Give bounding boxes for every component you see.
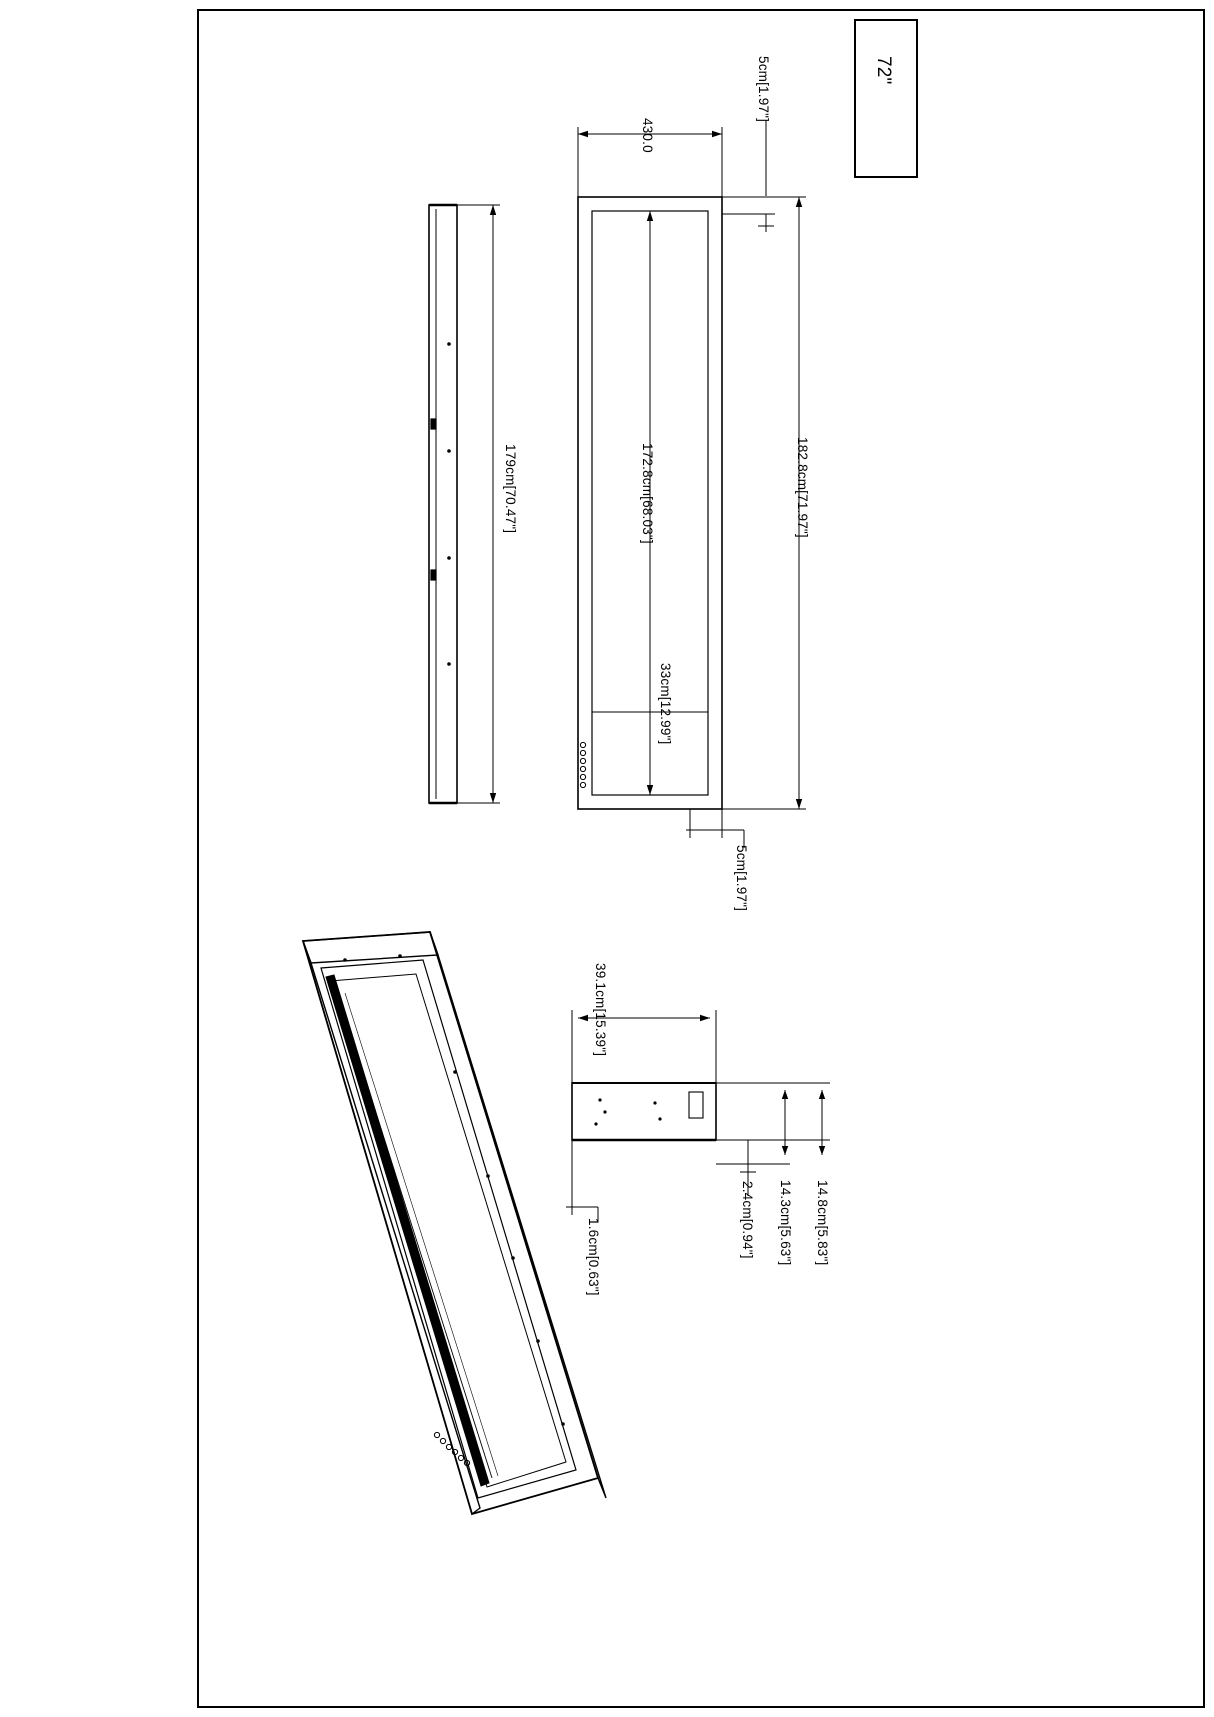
dim-label-side-length: 179cm[70.47"] bbox=[503, 444, 518, 534]
dim-top-depths bbox=[716, 1082, 830, 1196]
section-junction-box bbox=[688, 1091, 704, 1119]
iso-right-edge bbox=[429, 931, 607, 1499]
front-outer-frame bbox=[577, 196, 723, 810]
iso-glass-opening bbox=[329, 973, 567, 1488]
dim-top-width bbox=[571, 1010, 717, 1083]
iso-vent-holes bbox=[433, 1431, 471, 1467]
iso-top-cap bbox=[302, 931, 439, 964]
title-block-label: 72" bbox=[873, 56, 894, 85]
side-profile-view bbox=[428, 203, 500, 805]
dim-label-front-width: 430.0 bbox=[640, 118, 655, 153]
dim-top-depth-d bbox=[566, 1140, 599, 1222]
dim-front-inner-length bbox=[646, 211, 654, 795]
top-section-view bbox=[566, 1010, 830, 1222]
iso-ember-strip bbox=[325, 974, 490, 1487]
side-outer-frame bbox=[428, 204, 458, 804]
dim-label-front-bottom-offset: 5cm[1.97"] bbox=[734, 845, 749, 912]
dim-label-top-depth-a: 14.8cm[5.83"] bbox=[815, 1180, 830, 1266]
side-fixing-dots bbox=[447, 342, 451, 666]
front-view bbox=[577, 120, 806, 848]
iso-left-edge bbox=[302, 940, 481, 1516]
dim-label-top-width: 39.1cm[15.39"] bbox=[593, 963, 608, 1057]
front-vent-holes bbox=[579, 741, 587, 789]
dim-front-width bbox=[577, 127, 723, 197]
iso-burner-line-2 bbox=[344, 992, 499, 1477]
dim-side-length bbox=[457, 204, 500, 804]
iso-inner-frame bbox=[320, 959, 577, 1499]
dim-label-top-depth-c: 2.4cm[0.94"] bbox=[740, 1181, 755, 1259]
dim-label-front-glass-height: 33cm[12.99"] bbox=[658, 663, 673, 745]
dim-label-front-top-offset: 5cm[1.97"] bbox=[756, 56, 771, 123]
drawing-frame bbox=[197, 9, 1205, 1708]
isometric-view bbox=[301, 931, 607, 1516]
iso-burner-line bbox=[337, 992, 493, 1479]
dim-label-top-depth-b: 14.3cm[5.63"] bbox=[778, 1180, 793, 1266]
dim-label-top-depth-d: 1.6cm[0.63"] bbox=[586, 1218, 601, 1296]
side-bracket-marks bbox=[430, 418, 437, 581]
dim-front-top-offset bbox=[722, 120, 775, 232]
dim-label-front-overall-length: 182.8cm[71.97"] bbox=[795, 437, 810, 538]
iso-fixing-dots bbox=[343, 954, 565, 1426]
dim-front-bottom-offset bbox=[686, 809, 745, 848]
dim-label-front-inner-length: 172.8cm[68.03"] bbox=[640, 443, 655, 544]
title-block bbox=[854, 19, 918, 178]
dim-front-overall-length bbox=[722, 196, 806, 810]
section-detail-dots bbox=[594, 1098, 662, 1126]
